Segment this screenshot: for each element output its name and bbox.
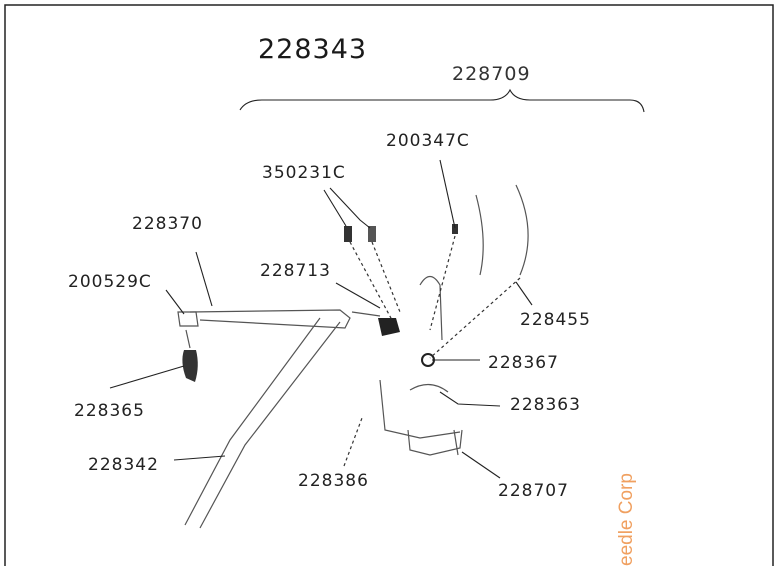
label-350231c: 350231C — [262, 163, 346, 183]
label-228363: 228363 — [510, 395, 581, 415]
label-200347c: 200347C — [386, 131, 470, 151]
label-228367: 228367 — [488, 353, 559, 373]
shaft-drawing — [177, 309, 351, 529]
diagram-frame — [4, 4, 774, 566]
watermark-text: eedle Corp — [616, 473, 637, 566]
leader-lines — [109, 159, 533, 479]
assembly-part-number: 228709 — [452, 63, 531, 85]
label-228370: 228370 — [132, 214, 203, 234]
assembly-bracket — [239, 88, 645, 113]
label-200529c: 200529C — [68, 272, 152, 292]
label-228455: 228455 — [520, 310, 591, 330]
label-228365: 228365 — [74, 401, 145, 421]
mechanism-drawing — [344, 184, 529, 456]
label-228386: 228386 — [298, 471, 369, 491]
main-part-number: 228343 — [258, 34, 367, 65]
label-228707: 228707 — [498, 481, 569, 501]
label-228342: 228342 — [88, 455, 159, 475]
label-228713: 228713 — [260, 261, 331, 281]
